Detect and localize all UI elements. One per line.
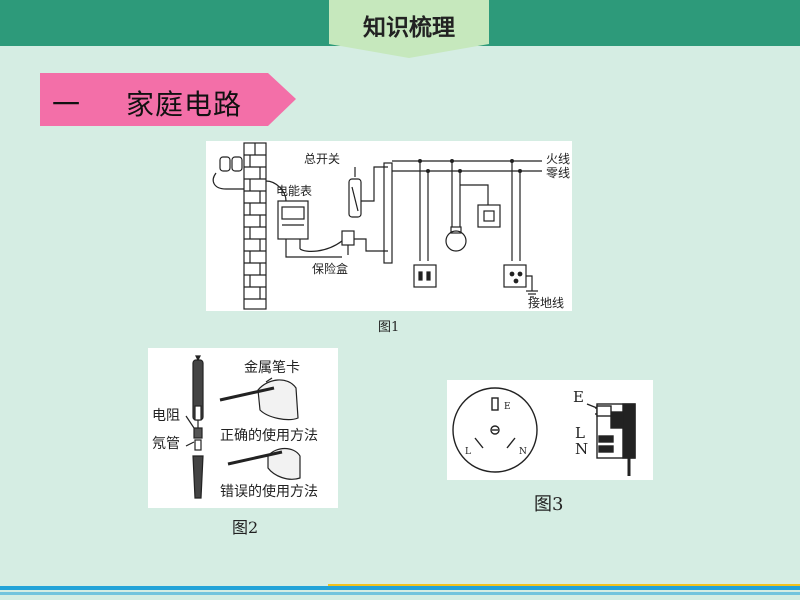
figure-test-pen: 金属笔卡 电阻 氖管 正确的使用方法 错误的使用方法 (148, 348, 338, 508)
socket-label-l: L (465, 447, 471, 457)
plug-label-n: N (575, 440, 588, 458)
label-wrong-usage: 错误的使用方法 (220, 483, 318, 500)
figure-three-pin-socket: E L N E L N (447, 380, 653, 480)
footer-accent-blue-light (0, 592, 800, 595)
socket-plug-diagram: E L N E L N (452, 387, 636, 476)
label-main-switch: 总开关 (304, 152, 340, 166)
socket-label-n: N (519, 447, 527, 457)
figure2-caption: 图2 (232, 518, 259, 537)
label-correct-usage: 正确的使用方法 (220, 427, 318, 444)
label-metal-clip: 金属笔卡 (244, 360, 300, 376)
figure-household-circuit: 总开关 电能表 保险盒 火线 零线 接地线 (206, 141, 572, 311)
label-resistor: 电阻 (152, 408, 180, 424)
page-title: 知识梳理 (363, 15, 455, 41)
label-meter: 电能表 (276, 184, 312, 198)
section-title: 家庭电路 (126, 88, 243, 121)
header-title-tab: 知识梳理 (329, 0, 489, 58)
plug-label-l: L (575, 424, 585, 442)
plug-label-e: E (573, 388, 584, 406)
label-neon-tube: 氖管 (152, 436, 180, 452)
circuit-diagram: 总开关 电能表 保险盒 火线 零线 接地线 (212, 142, 570, 310)
footer-accent-blue (0, 586, 800, 590)
section-number: 一 (52, 88, 81, 121)
label-ground-wire: 接地线 (528, 295, 564, 310)
label-live-wire: 火线 (546, 152, 570, 166)
figure1-caption: 图1 (378, 320, 400, 335)
label-fuse-box: 保险盒 (312, 261, 348, 276)
test-pen-diagram: 金属笔卡 电阻 氖管 正确的使用方法 错误的使用方法 (152, 355, 318, 500)
figure3-caption: 图3 (534, 494, 564, 515)
socket-label-e: E (504, 402, 511, 412)
label-neutral-wire: 零线 (546, 166, 570, 180)
section-heading: 一 家庭电路 (40, 73, 296, 126)
